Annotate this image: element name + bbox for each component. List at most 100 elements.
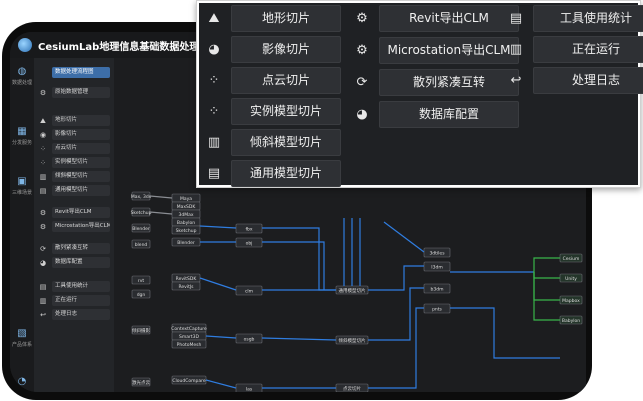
input-node-2-text: Blender	[132, 226, 150, 232]
zoom-button-label: 通用模型切片	[231, 160, 341, 187]
format-node-3-text: osgb	[244, 337, 255, 343]
zoom-button-c-0[interactable]: ▤工具使用统计	[505, 5, 643, 32]
tiles-node-2-text: b3dm	[431, 287, 444, 293]
zoom-button-a-1[interactable]: ◕ 影像切片	[203, 36, 341, 63]
menu-item-9[interactable]: ⚙Microstation导出CLM	[38, 220, 110, 233]
zoom-button-b-3[interactable]: ◕数据库配置	[351, 101, 519, 128]
menu-item-icon: ⁘	[40, 144, 46, 153]
globe-icon: ◕	[208, 41, 220, 57]
menu-item-label: Revit导出CLM	[52, 207, 110, 218]
globe-icon: ◍	[17, 66, 27, 77]
edge-tool-osgb	[205, 335, 237, 339]
tool-node-0-text: ContextCapture	[171, 326, 207, 332]
edge-pointcloud-tiles	[368, 307, 424, 389]
menu-item-icon: ▥	[39, 296, 47, 305]
menu-item-0[interactable]: 数据处理流程图	[38, 66, 110, 79]
zoom-button-label: Revit导出CLM	[379, 5, 519, 32]
menu-item-3[interactable]: ◉影像切片	[38, 128, 110, 141]
edge-generic-tiles	[368, 265, 424, 291]
menu-item-5[interactable]: ⁘实例模型切片	[38, 156, 110, 169]
menu-item-1[interactable]: ⚙原始数据管理	[38, 86, 110, 99]
process-node-2-text: 点云切片	[343, 385, 361, 392]
menu-item-7[interactable]: ▤通用模型切片	[38, 184, 110, 197]
zoom-button-a-2[interactable]: ⁘ 点云切片	[203, 67, 341, 94]
output-node-3-text: Babylon	[562, 318, 580, 324]
menu-item-10[interactable]: ⟳散列紧凑互转	[38, 242, 110, 255]
zoom-button-label: 正在运行	[533, 36, 643, 63]
tool-node-2	[171, 339, 207, 349]
sdk-node-5-text: Blender	[177, 240, 195, 246]
rail-item-4[interactable]: ◔我的	[10, 376, 34, 392]
menu-item-label: 数据库配置	[52, 257, 110, 268]
pointcloud-icon: ⁘	[208, 72, 220, 88]
zoom-button-a-5[interactable]: ▤通用模型切片	[203, 160, 341, 187]
rail-item-1[interactable]: ▦分发服务	[10, 126, 34, 146]
edge-oblique-tiles	[368, 287, 424, 341]
menu-item-label: 通用模型切片	[52, 185, 110, 196]
flow-diagram: Max, 3dsSketchupBlenderblendrvtdgn倾斜摄影激光…	[131, 191, 583, 393]
menu-item-icon: ↩	[40, 310, 46, 319]
edge-out-3	[533, 272, 560, 321]
app-title: CesiumLab地理信息基础数据处理平台	[38, 41, 220, 53]
document-icon: ▤	[509, 10, 523, 26]
edge-in-0	[149, 195, 173, 199]
edge-osgb-oblique	[261, 337, 337, 341]
menu-item-8[interactable]: ⚙Revit导出CLM	[38, 206, 110, 219]
menu-item-label: 倾斜模型切片	[52, 171, 110, 182]
menu-item-13[interactable]: ▥正在运行	[38, 294, 110, 307]
zoom-button-label: 数据库配置	[379, 101, 519, 128]
menu-item-icon: ⚙	[39, 222, 47, 231]
zoom-button-label: 地形切片	[231, 5, 341, 32]
sdk-node-4-text: Sketchup	[176, 228, 197, 234]
tool-node-3-text: CloudCompare	[172, 378, 205, 384]
input-node-0-text: Max, 3ds	[131, 194, 152, 200]
menu-item-2[interactable]: ⛰ 地形切片	[38, 114, 110, 127]
rail-item-0[interactable]: ◍数据处理	[10, 66, 34, 86]
menu-item-11[interactable]: ◕ 数据库配置	[38, 256, 110, 269]
edge-out-1	[533, 272, 560, 279]
zoom-button-label: 散列紧凑互转	[379, 69, 519, 96]
tiles-node-1-text: I3dm	[431, 265, 442, 271]
buildings-icon: ▥	[207, 134, 221, 150]
output-node-1-text: Unity	[565, 276, 577, 282]
zoom-button-a-4[interactable]: ▥ 倾斜模型切片	[203, 129, 341, 156]
zoom-button-c-1[interactable]: ▥正在运行	[505, 36, 643, 63]
menu-item-icon: ⛰	[40, 116, 46, 125]
menu-item-12[interactable]: ▤工具使用统计	[38, 280, 110, 293]
menu-item-label: 地形切片	[52, 115, 110, 126]
zoom-button-label: 点云切片	[231, 67, 341, 94]
zoom-button-label: 影像切片	[231, 36, 341, 63]
menu-item-icon: ⚙	[39, 88, 47, 97]
menu-item-14[interactable]: ↩处理日志	[38, 308, 110, 321]
input-node-4	[131, 275, 151, 285]
cesiumlab-logo-icon	[18, 38, 32, 52]
box-icon: ▧	[17, 328, 27, 339]
edge-fbx-generic	[262, 227, 336, 291]
menu-item-4[interactable]: ⁘点云切片	[38, 142, 110, 155]
zoom-button-c-2[interactable]: ↩处理日志	[505, 67, 643, 94]
format-node-2-text: clm	[245, 289, 253, 295]
zoom-button-label: 实例模型切片	[231, 98, 341, 125]
edge-sdk-clm	[199, 277, 237, 291]
zoom-button-label: Microstation导出CLM	[379, 37, 519, 64]
zoom-button-b-2[interactable]: ⟳散列紧凑互转	[351, 69, 519, 96]
output-node-2-text: Mapbox	[562, 298, 580, 304]
process-node-1-text: 倾斜模型切片	[339, 337, 366, 344]
rail-item-2[interactable]: ▣三维场景	[10, 176, 34, 196]
edge-top-tiles	[383, 221, 425, 253]
zoom-button-label: 倾斜模型切片	[231, 129, 341, 156]
rail-item-3[interactable]: ▧ 产品体系	[10, 328, 34, 348]
zoom-button-b-0[interactable]: ⚙Revit导出CLM	[351, 5, 519, 32]
menu-item-icon: ◕	[39, 258, 47, 267]
sdk-node-3-text: Babylon	[177, 220, 195, 226]
zoom-button-a-3[interactable]: ⁘实例模型切片	[203, 98, 341, 125]
zoom-button-b-1[interactable]: ⚙Microstation导出CLM	[351, 37, 519, 64]
menu-item-label: 散列紧凑互转	[52, 243, 110, 254]
menu-item-6[interactable]: ▥倾斜模型切片	[38, 170, 110, 183]
zoom-button-a-0[interactable]: ⛰地形切片	[203, 5, 341, 32]
sdk-node-7	[171, 281, 201, 291]
rail-item-label: 产品体系	[11, 342, 32, 348]
format-node-4-text: las	[246, 387, 253, 393]
server-icon: ▦	[17, 126, 27, 137]
input-node-6	[131, 325, 151, 335]
